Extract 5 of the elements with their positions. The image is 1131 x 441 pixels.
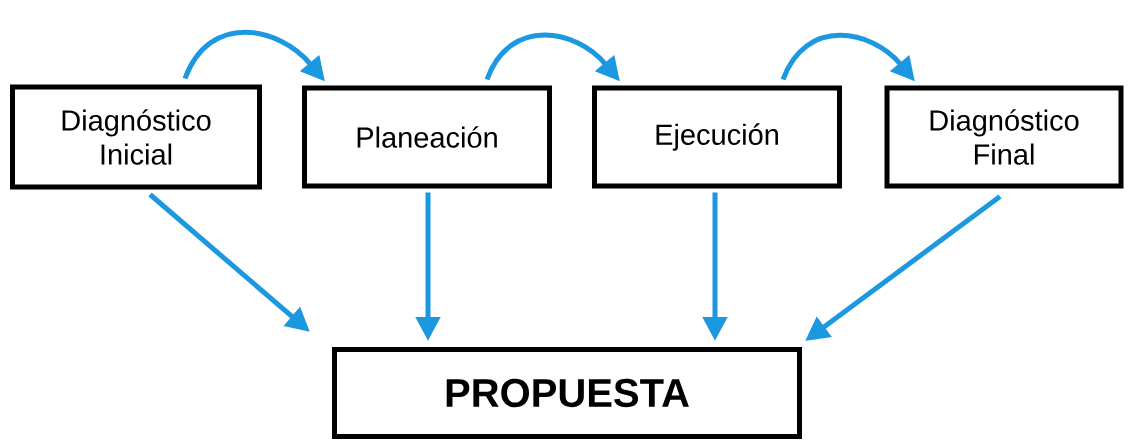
process-box: Planeación — [302, 85, 552, 189]
process-box: Ejecución — [592, 85, 842, 189]
process-box: Diagnóstico Inicial — [10, 84, 262, 190]
result-box: PROPUESTA — [332, 347, 802, 439]
process-box: Diagnóstico Final — [884, 85, 1124, 189]
